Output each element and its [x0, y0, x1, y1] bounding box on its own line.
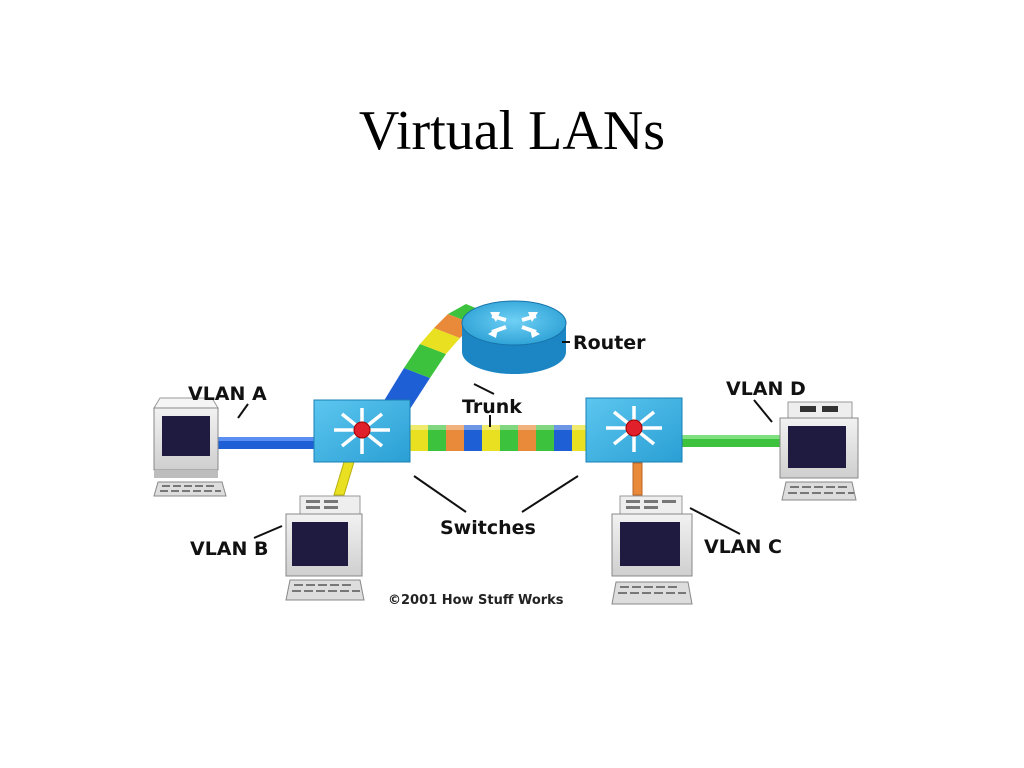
vlan-a-leader-line	[237, 403, 249, 419]
vlan-a-cable	[218, 437, 320, 449]
switches-leader-left	[413, 475, 467, 513]
switches-label: Switches	[440, 517, 536, 539]
vlan-b-label: VLAN B	[190, 538, 269, 560]
vlan-c-label: VLAN C	[704, 536, 782, 558]
copyright-credit: ©2001 How Stuff Works	[388, 593, 564, 608]
vlan-c-cable	[632, 462, 643, 496]
router	[461, 300, 567, 374]
slide-title: Virtual LANs	[358, 100, 666, 162]
switch-right	[585, 397, 683, 463]
vlan-d-cable	[680, 435, 784, 447]
trunk-label: Trunk	[462, 396, 522, 418]
router-label: Router	[573, 332, 646, 354]
vlan-a-label: VLAN A	[188, 383, 267, 405]
vlan-c-leader-line	[689, 507, 741, 535]
computer-vlan-b	[285, 495, 365, 601]
trunk-cable-horizontal	[410, 425, 588, 451]
vlan-d-label: VLAN D	[726, 378, 806, 400]
trunk-cable-router	[382, 304, 490, 412]
computer-vlan-a	[153, 397, 227, 497]
computer-vlan-c	[611, 495, 693, 605]
vlan-d-leader-line	[753, 399, 773, 423]
switch-left	[313, 399, 411, 463]
computer-vlan-d	[779, 401, 859, 501]
vlan-b-leader-line	[253, 525, 283, 539]
switches-leader-right	[521, 475, 579, 513]
trunk-router-leader-line	[473, 383, 495, 395]
vlan-b-cable	[333, 461, 355, 496]
